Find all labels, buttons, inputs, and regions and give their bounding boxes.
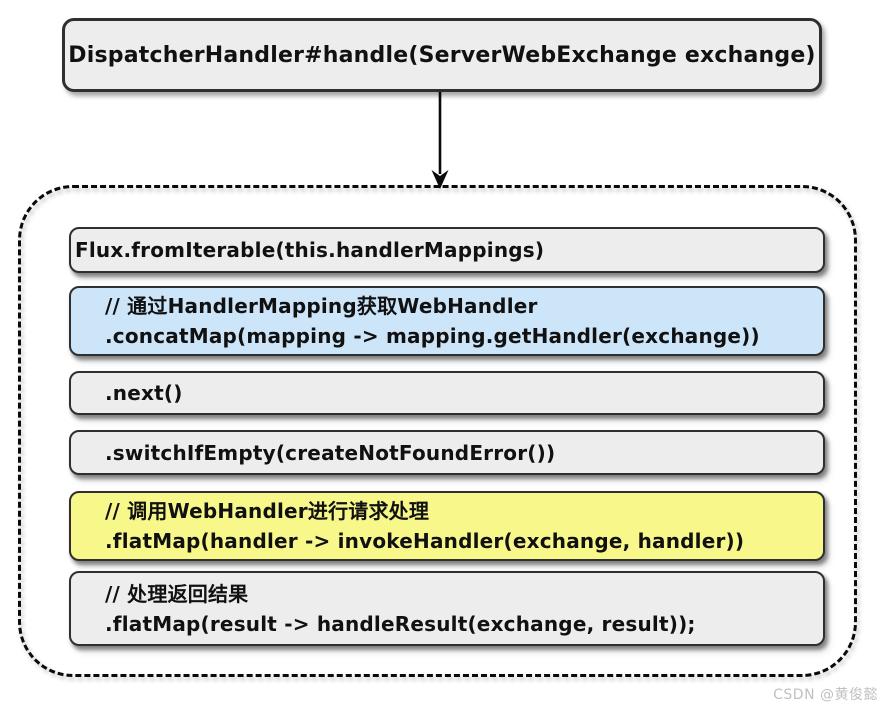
code-step-next: .next() bbox=[69, 371, 825, 415]
code-line: .concatMap(mapping -> mapping.getHandler… bbox=[105, 324, 760, 348]
code-line: .switchIfEmpty(createNotFoundError()) bbox=[105, 440, 556, 465]
code-line: .flatMap(result -> handleResult(exchange… bbox=[105, 611, 696, 636]
code-line: .next() bbox=[105, 381, 183, 405]
code-step-flatmap-invokehandler: // 调用WebHandler进行请求处理 .flatMap(handler -… bbox=[69, 491, 825, 561]
method-body-container: Flux.fromIterable(this.handlerMappings) … bbox=[18, 185, 857, 677]
code-line: Flux.fromIterable(this.handlerMappings) bbox=[75, 238, 545, 262]
code-step-flux-fromiterable: Flux.fromIterable(this.handlerMappings) bbox=[69, 227, 825, 273]
comment-line: // 通过HandlerMapping获取WebHandler bbox=[105, 294, 538, 318]
comment-line: // 处理返回结果 bbox=[105, 581, 249, 606]
method-signature-label: DispatcherHandler#handle(ServerWebExchan… bbox=[68, 42, 816, 68]
code-step-switchifempty: .switchIfEmpty(createNotFoundError()) bbox=[69, 430, 825, 475]
code-step-flatmap-handleresult: // 处理返回结果 .flatMap(result -> handleResul… bbox=[69, 571, 825, 646]
comment-line: // 调用WebHandler进行请求处理 bbox=[105, 499, 430, 523]
code-step-concatmap: // 通过HandlerMapping获取WebHandler .concatM… bbox=[69, 286, 825, 356]
code-line: .flatMap(handler -> invokeHandler(exchan… bbox=[105, 529, 745, 553]
method-signature-box: DispatcherHandler#handle(ServerWebExchan… bbox=[62, 18, 822, 92]
csdn-watermark: CSDN @黄俊懿 bbox=[773, 687, 878, 703]
down-arrow-icon bbox=[431, 92, 449, 189]
